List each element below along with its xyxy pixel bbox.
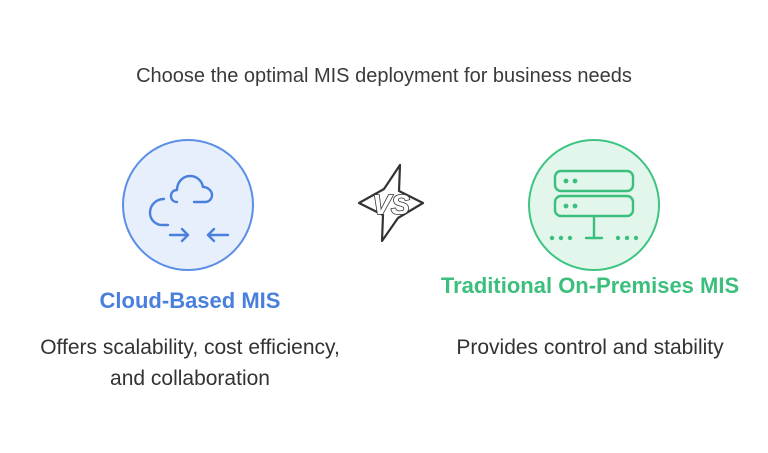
cloud-sync-icon <box>148 174 230 243</box>
cloud-icon-circle <box>122 139 254 271</box>
on-premises-option-title: Traditional On-Premises MIS <box>440 273 740 298</box>
server-icon <box>549 169 639 241</box>
page-heading: Choose the optimal MIS deployment for bu… <box>136 65 632 87</box>
cloud-option-description: Offers scalability, cost efficiency, and… <box>40 336 340 390</box>
cloud-option-title: Cloud-Based MIS <box>99 288 281 313</box>
lightning-bolt-icon: VS <box>357 163 425 243</box>
server-icon-circle <box>528 139 660 271</box>
vs-badge: VS <box>353 163 429 243</box>
on-premises-option-description: Provides control and stability <box>456 336 724 359</box>
vs-label: VS <box>372 189 410 220</box>
